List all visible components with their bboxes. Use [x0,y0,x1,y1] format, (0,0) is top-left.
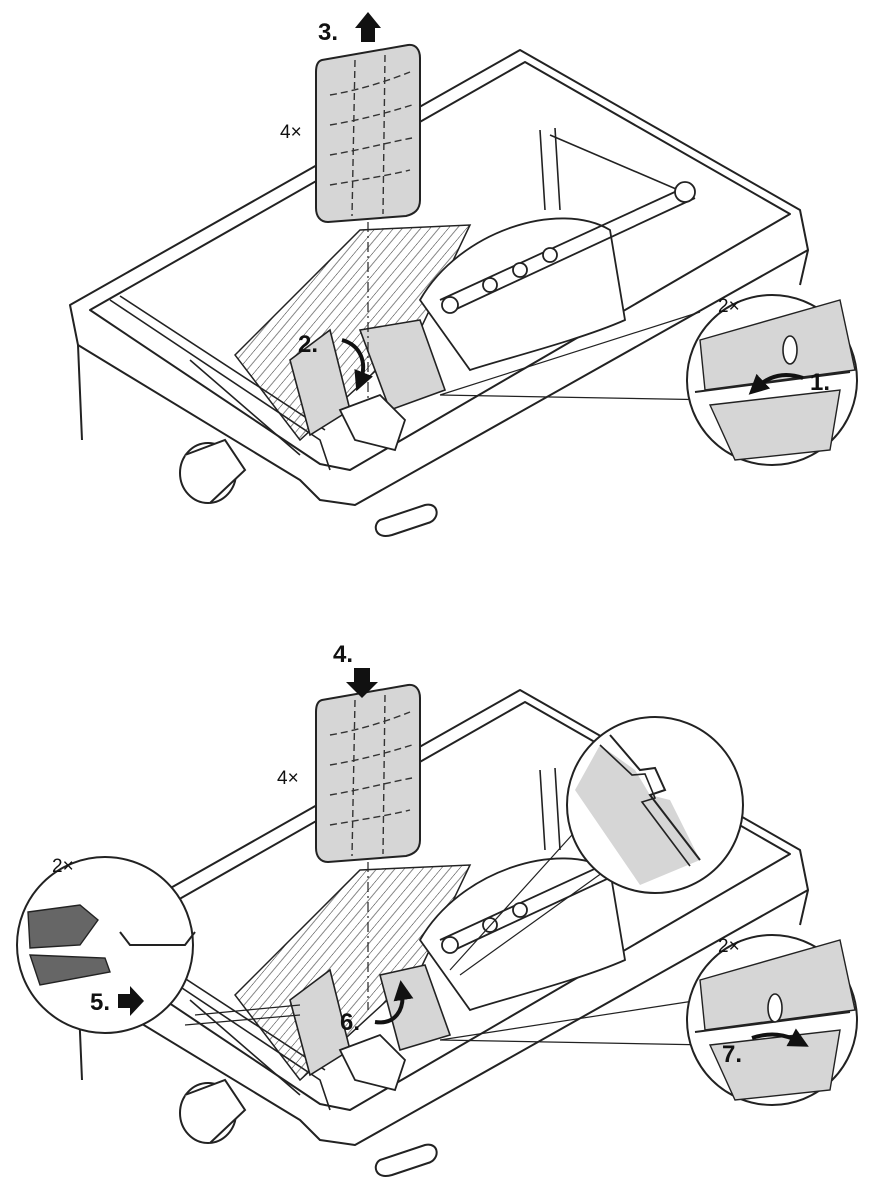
clip-block [338,1033,407,1092]
filter-pads [289,319,447,437]
step-label-6: 6. [340,1009,360,1036]
drum [418,824,696,1012]
arrow-down-icon [346,668,378,698]
step-label-3: 3. [318,19,338,46]
clip-count: 2× [718,936,740,957]
filter-panel [315,683,421,864]
bracket-count: 2× [52,856,74,877]
curved-arrow-icon [374,980,414,1025]
wheel [179,438,247,504]
drum [418,181,696,372]
step-label-1: 1. [810,369,830,396]
step-label-7: 7. [722,1041,742,1068]
arrow-up-icon [355,12,381,42]
curved-arrow-icon [751,1028,809,1047]
clip-block [338,393,407,452]
clip-count: 2× [718,296,740,317]
zoom-circle-clip [686,294,858,466]
curved-arrow-icon [341,338,373,392]
filter-count: 4× [280,122,302,143]
zoom-circle-slot [566,716,744,894]
filter-panel [315,43,421,224]
step-label-2: 2. [298,331,318,358]
handle [374,503,438,537]
zoom-leader [184,814,711,1046]
filter-count: 4× [277,768,299,789]
bottom-panel: 4. 5. 6. 7. 4× 2× 2× [16,641,858,1177]
top-panel: 3. 2. 1. 4× 2× [69,12,858,537]
curved-arrow-icon [748,373,804,395]
handle [374,1143,438,1177]
step-label-5: 5. [90,989,110,1016]
arrow-right-icon [118,986,144,1016]
zoom-circle-clip [686,934,858,1106]
wheel [179,1078,247,1144]
zoom-leader [439,311,721,401]
step-label-4: 4. [333,641,353,668]
zoom-circle-bracket [16,856,196,1034]
